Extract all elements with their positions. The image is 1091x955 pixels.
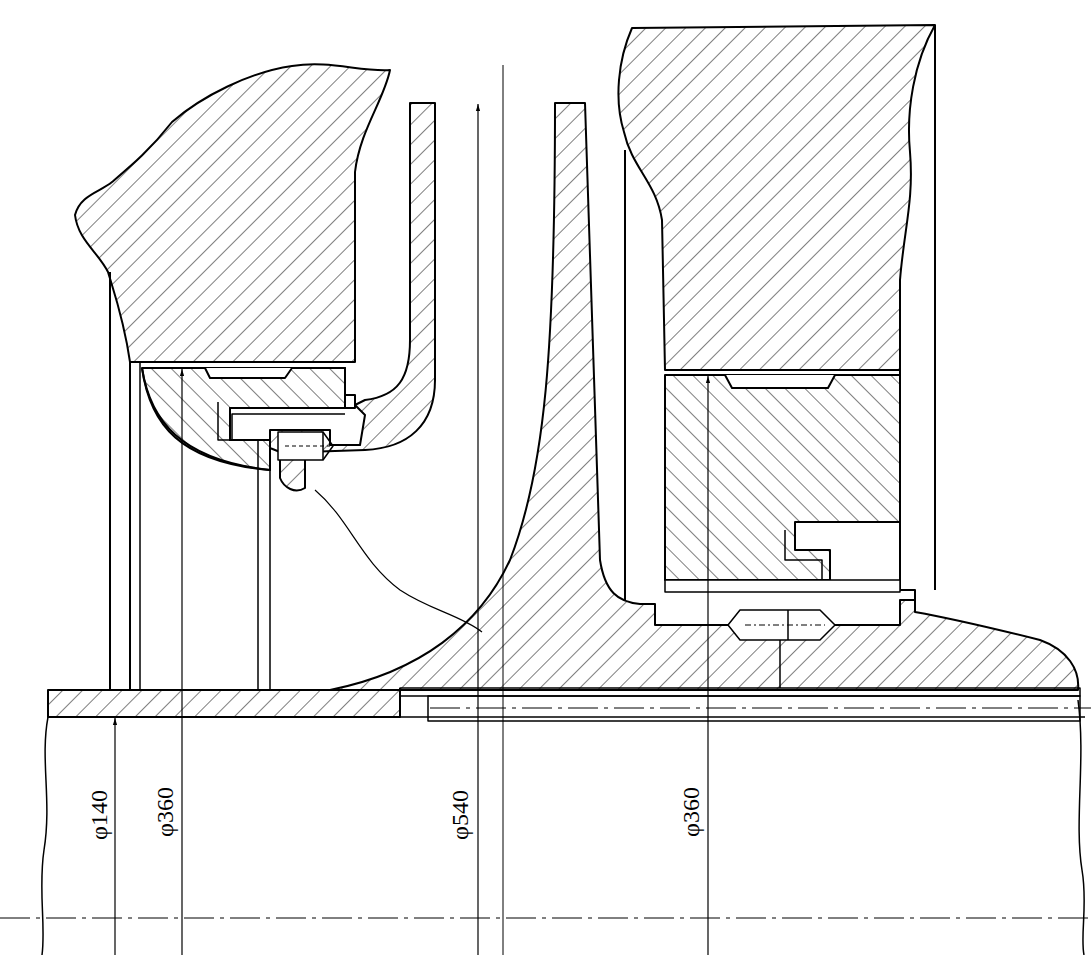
dimension-label: φ540 bbox=[448, 789, 472, 841]
dimension-label: φ360 bbox=[153, 786, 177, 838]
dimension-label: φ140 bbox=[87, 789, 111, 841]
dimension-label: φ360 bbox=[679, 786, 703, 838]
